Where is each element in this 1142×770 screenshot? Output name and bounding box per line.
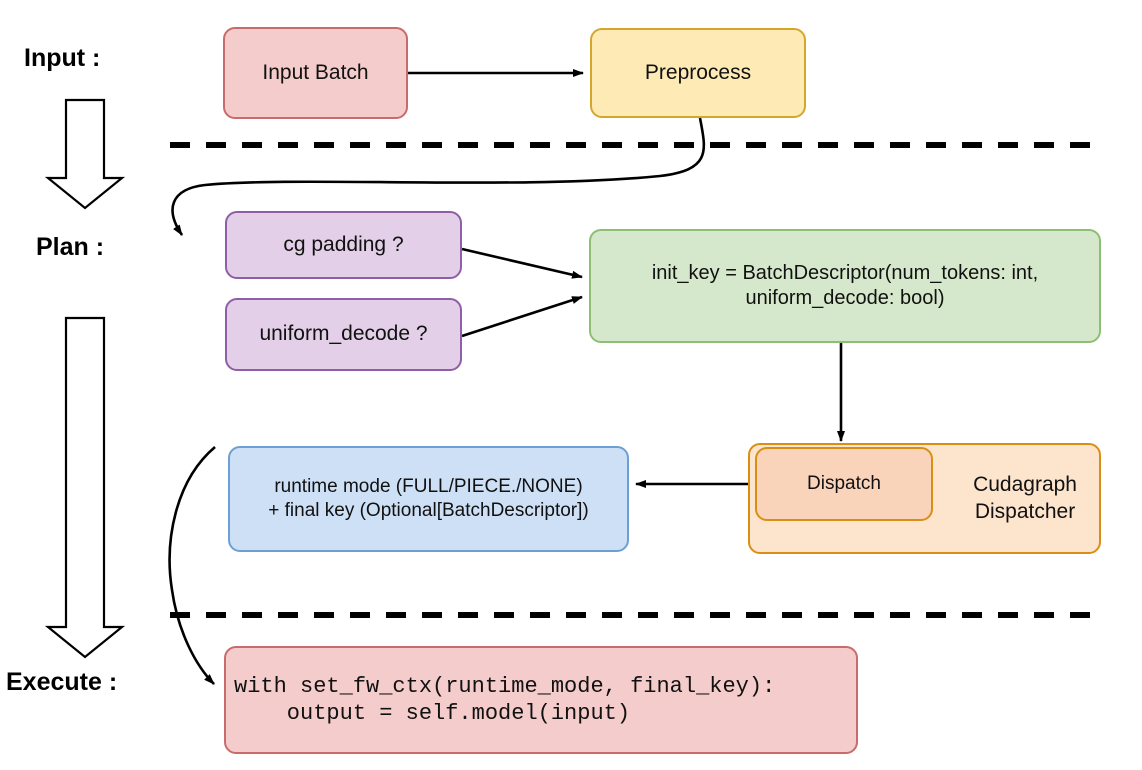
node-input-batch[interactable]: Input Batch: [223, 27, 408, 119]
node-init-key-label: init_key = BatchDescriptor(num_tokens: i…: [651, 262, 1039, 309]
stage-label-execute: Execute :: [6, 668, 118, 696]
node-uniform-decode-label: uniform_decode ?: [259, 322, 428, 346]
stage-label-plan: Plan :: [36, 233, 105, 261]
node-execute-code[interactable]: with set_fw_ctx(runtime_mode, final_key)…: [224, 646, 858, 754]
input-to-plan-arrow: [44, 98, 126, 210]
node-init-key[interactable]: init_key = BatchDescriptor(num_tokens: i…: [589, 229, 1101, 343]
node-cg-padding[interactable]: cg padding ?: [225, 211, 462, 279]
stage-label-input: Input :: [24, 44, 101, 72]
cg-padding-to-init-key-connector: [461, 247, 583, 279]
uniform-decode-to-init-key-connector: [461, 295, 583, 338]
node-preprocess-label: Preprocess: [644, 60, 752, 84]
node-runtime-mode-label: runtime mode (FULL/PIECE./NONE) + final …: [268, 476, 589, 521]
node-dispatch-label: Dispatch: [807, 473, 881, 495]
node-cudagraph-dispatcher-label: Cudagraph Dispatcher: [973, 473, 1077, 523]
node-uniform-decode[interactable]: uniform_decode ?: [225, 298, 462, 371]
runtime-mode-to-execute-code-connector: [168, 446, 216, 685]
node-execute-code-label: with set_fw_ctx(runtime_mode, final_key)…: [234, 673, 776, 727]
node-cg-padding-label: cg padding ?: [283, 232, 404, 256]
node-input-batch-label: Input Batch: [262, 60, 369, 84]
node-preprocess[interactable]: Preprocess: [590, 28, 806, 118]
preprocess-to-cg-padding-connector: [171, 117, 706, 236]
plan-to-execute-arrow: [44, 316, 126, 659]
node-dispatch[interactable]: Dispatch: [755, 447, 933, 521]
node-runtime-mode[interactable]: runtime mode (FULL/PIECE./NONE) + final …: [228, 446, 629, 552]
